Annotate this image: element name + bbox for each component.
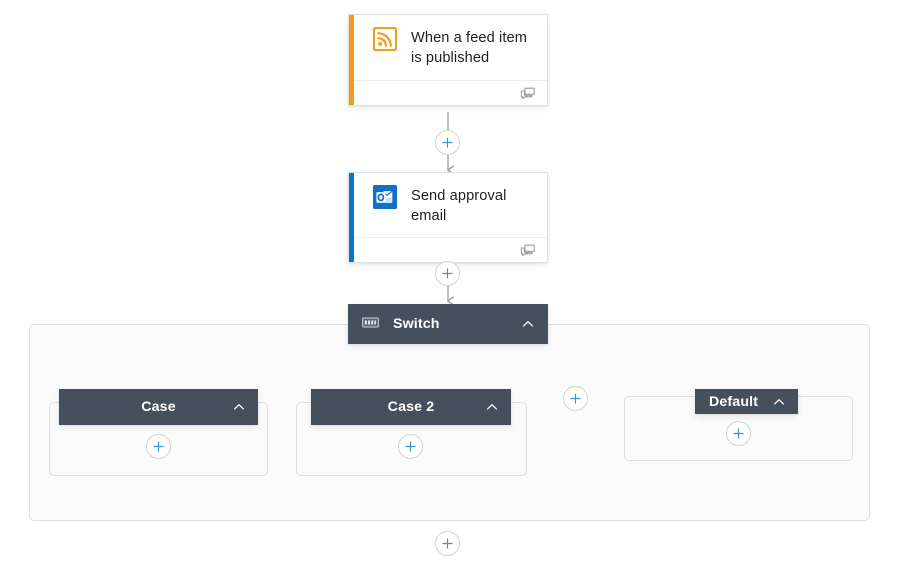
case-default-title: Default <box>709 393 759 410</box>
comment-note-icon[interactable] <box>520 87 535 100</box>
add-action-default-button[interactable]: + <box>726 421 751 446</box>
case-2-title: Case 2 <box>387 399 435 415</box>
case-2-header[interactable]: Case 2 <box>311 389 511 425</box>
email-card-footer <box>349 237 547 262</box>
comment-note-icon[interactable] <box>520 244 535 257</box>
chevron-up-icon[interactable] <box>521 317 535 331</box>
add-step-after-trigger-button[interactable]: + <box>435 130 460 155</box>
trigger-card-footer <box>349 80 547 105</box>
switch-icon <box>362 315 379 333</box>
trigger-title: When a feed item is published <box>411 30 527 66</box>
add-action-case-1-button[interactable]: + <box>146 434 171 459</box>
add-step-after-switch-button[interactable]: + <box>435 531 460 556</box>
outlook-icon <box>373 185 397 209</box>
switch-node-title: Switch <box>393 316 440 332</box>
email-card-body: Send approval email <box>349 173 547 237</box>
chevron-up-icon[interactable] <box>772 395 786 409</box>
email-accent-bar <box>349 173 354 262</box>
trigger-card-body: When a feed item is published <box>349 15 547 80</box>
add-action-case-2-button[interactable]: + <box>398 434 423 459</box>
add-new-case-button[interactable]: + <box>563 386 588 411</box>
case-1-title: Case <box>141 399 176 415</box>
rss-icon <box>372 26 398 52</box>
case-1-header[interactable]: Case <box>59 389 258 425</box>
trigger-accent-bar <box>349 15 354 105</box>
chevron-up-icon[interactable] <box>485 389 499 425</box>
trigger-card[interactable]: When a feed item is published <box>348 14 548 106</box>
send-approval-email-card[interactable]: Send approval email <box>348 172 548 263</box>
chevron-up-icon[interactable] <box>232 389 246 425</box>
email-title: Send approval email <box>411 188 507 224</box>
switch-node-header[interactable]: Switch <box>348 304 548 344</box>
case-default-header[interactable]: Default <box>695 389 799 414</box>
add-step-after-email-button[interactable]: + <box>435 261 460 286</box>
